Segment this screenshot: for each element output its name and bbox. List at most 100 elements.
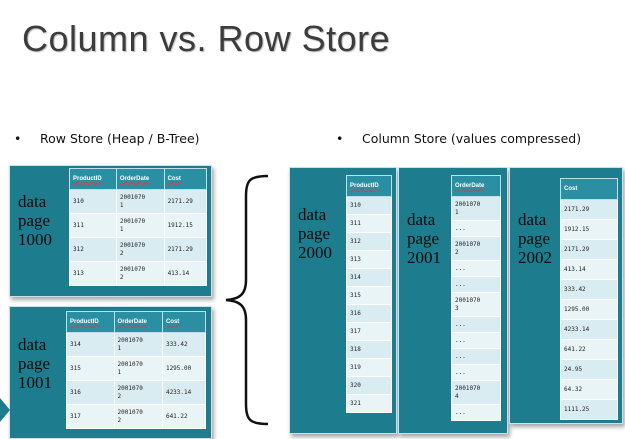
table-cell: 311: [69, 213, 117, 238]
page-label-line: 1001: [18, 373, 52, 392]
table-cell: 320: [346, 376, 392, 395]
column-data-page-2001: data page 2001 OrderDate 2001070 1 ... 2…: [398, 167, 508, 434]
table-cell: 2171.29: [163, 237, 208, 262]
column-header: OrderDate: [115, 168, 165, 190]
column-header: Cost: [161, 311, 207, 333]
bullet-dot: •: [14, 131, 22, 146]
table-cell: 310: [69, 189, 117, 214]
table-cell: 641.22: [161, 404, 207, 429]
table-cell: 2001070 2: [451, 236, 501, 261]
column-header: ProductID: [66, 311, 115, 333]
page-label-line: page: [518, 229, 551, 248]
table-cell: ...: [451, 332, 501, 349]
column-header: OrderDate: [451, 175, 501, 197]
table-cell: 2001070 2: [113, 380, 163, 405]
table-cell: 318: [346, 340, 392, 359]
table-cell: ...: [451, 220, 501, 237]
page-label-line: page: [18, 211, 51, 230]
table-cell: 333.42: [560, 279, 618, 300]
bullet-dot: •: [336, 131, 344, 146]
table-cell: 2001070 2: [115, 261, 165, 286]
table-cell: 4233.14: [161, 380, 207, 405]
column-store-bullet-text: Column Store (values compressed): [362, 131, 582, 146]
table-cell: 316: [66, 380, 115, 405]
table-cell: 312: [69, 237, 117, 262]
table-cell: 316: [346, 304, 392, 323]
curly-brace: [225, 174, 269, 426]
table-cell: 317: [346, 322, 392, 341]
page-label-line: page: [18, 354, 51, 373]
column-store-table: ProductID 310 311 312 313 314 315 316 31…: [346, 175, 392, 413]
page-label: data page 2000: [298, 205, 332, 262]
table-cell: 2001070 2: [113, 404, 163, 429]
table-cell: 310: [346, 196, 392, 215]
page-label: data page 2002: [518, 210, 552, 267]
column-header: OrderDate: [113, 311, 163, 333]
row-store-bullet: •Row Store (Heap / B-Tree): [14, 131, 200, 146]
page-label-line: data: [18, 192, 47, 211]
page-label-line: 2002: [518, 248, 552, 267]
column-data-page-2002: data page 2002 Cost 2171.29 1912.15 2171…: [509, 167, 623, 424]
table-cell: 413.14: [560, 259, 618, 280]
table-cell: 413.14: [163, 261, 208, 286]
table-cell: ...: [451, 348, 501, 365]
slide-title: Column vs. Row Store: [22, 18, 391, 59]
page-label-line: page: [298, 224, 331, 243]
table-cell: 314: [66, 332, 115, 357]
table-cell: 1295.00: [560, 299, 618, 320]
table-cell: 1912.15: [560, 219, 618, 240]
table-cell: 2001070 1: [451, 196, 501, 221]
table-cell: 313: [69, 261, 117, 286]
table-cell: ...: [451, 316, 501, 333]
table-cell: 24.95: [560, 359, 618, 380]
table-cell: 2001070 3: [451, 292, 501, 317]
row-data-page-1001: data page 1001 ProductID OrderDate Cost …: [9, 306, 212, 439]
page-label-line: 2000: [298, 243, 332, 262]
table-cell: 4233.14: [560, 319, 618, 340]
table-cell: ...: [451, 276, 501, 293]
column-store-bullet: • Column Store (values compressed): [336, 131, 581, 146]
column-store-table: OrderDate 2001070 1 ... 2001070 2 ... ..…: [451, 175, 501, 421]
table-cell: 64.32: [560, 379, 618, 400]
table-cell: 317: [66, 404, 115, 429]
table-cell: 2171.29: [163, 189, 208, 214]
table-cell: ...: [451, 260, 501, 277]
table-cell: 1111.25: [560, 399, 618, 420]
table-cell: 315: [346, 286, 392, 305]
table-cell: 312: [346, 232, 392, 251]
page-label: data page 2001: [407, 210, 441, 267]
table-cell: ...: [451, 404, 501, 421]
table-cell: 333.42: [161, 332, 207, 357]
table-cell: 313: [346, 250, 392, 269]
slide-edge-decoration: [0, 398, 10, 422]
page-label-line: data: [518, 210, 547, 229]
table-cell: 1912.15: [163, 213, 208, 238]
column-header: Cost: [560, 178, 618, 200]
column-header: ProductID: [69, 168, 117, 190]
table-cell: 319: [346, 358, 392, 377]
page-label-line: data: [18, 335, 47, 354]
row-data-page-1000: data page 1000 ProductID OrderDate Cost …: [9, 165, 212, 297]
table-cell: 311: [346, 214, 392, 233]
table-cell: 2001070 1: [115, 189, 165, 214]
table-cell: 321: [346, 394, 392, 413]
table-cell: 1295.00: [161, 356, 207, 381]
page-label-line: data: [407, 210, 436, 229]
table-cell: 314: [346, 268, 392, 287]
page-label-line: page: [407, 229, 440, 248]
column-header: ProductID: [346, 175, 392, 197]
table-cell: 2001070 2: [115, 237, 165, 262]
page-label: data page 1001: [18, 335, 52, 392]
column-header: Cost: [163, 168, 208, 190]
column-store-table: Cost 2171.29 1912.15 2171.29 413.14 333.…: [560, 178, 618, 420]
table-cell: 2001070 4: [451, 380, 501, 405]
page-label-line: 2001: [407, 248, 441, 267]
column-data-page-2000: data page 2000 ProductID 310 311 312 313…: [289, 167, 397, 434]
table-cell: 2171.29: [560, 239, 618, 260]
page-label-line: data: [298, 205, 327, 224]
table-cell: 2001070 1: [113, 356, 163, 381]
table-cell: 315: [66, 356, 115, 381]
table-cell: ...: [451, 364, 501, 381]
